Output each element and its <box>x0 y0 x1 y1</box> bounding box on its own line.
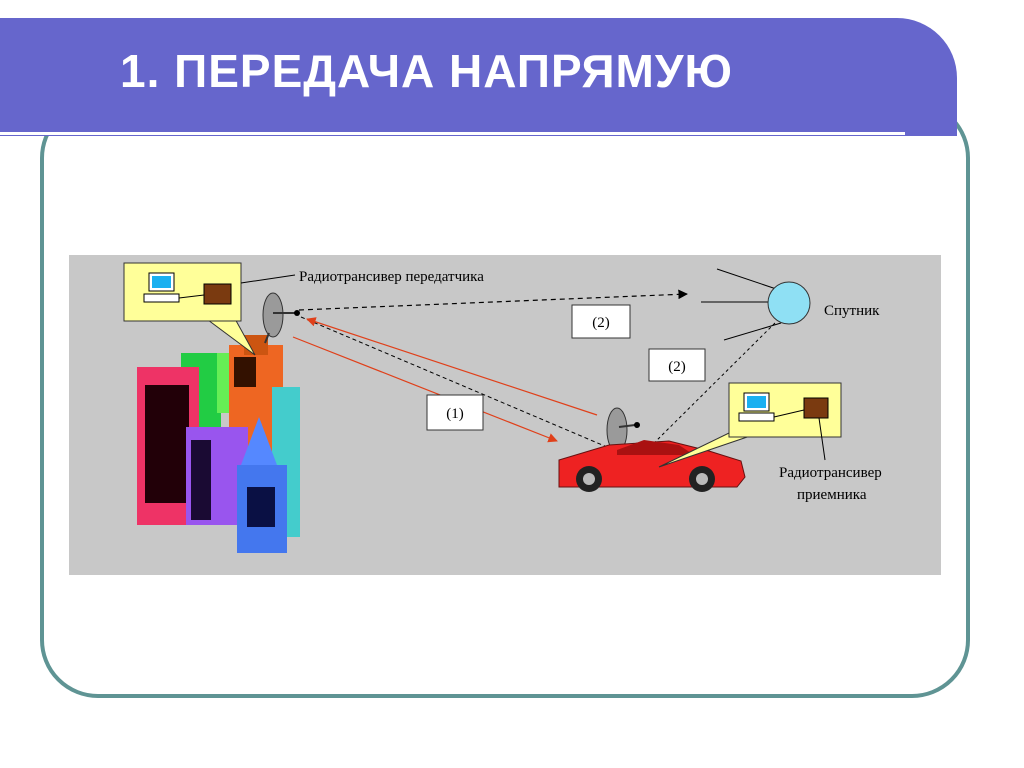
transmitter-callout <box>123 262 256 356</box>
transceiver-box-icon <box>203 283 232 305</box>
path-box-satellite-down <box>648 348 706 382</box>
receiver-callout <box>658 382 842 468</box>
slide-title: 1. ПЕРЕДАЧА НАПРЯМУЮ <box>120 45 733 97</box>
downlink-path <box>643 322 776 454</box>
satellite-label: Спутник <box>824 303 880 319</box>
path-box-satellite-up-label: (2) <box>592 315 610 331</box>
path-box-direct-label: (1) <box>446 406 464 422</box>
path-box-satellite-down-label: (2) <box>668 359 686 375</box>
path-box-satellite-up <box>571 304 631 339</box>
satellite-icon <box>701 268 811 341</box>
computer-icon <box>143 272 180 303</box>
direct-signal-upstream <box>306 317 598 416</box>
direct-signal-downstream <box>292 336 558 443</box>
transmitter-dish-icon <box>262 292 300 344</box>
receiver-computer-icon <box>738 392 775 422</box>
transmission-diagram: Радиотрансивер передатчика Спутник (2) (… <box>69 255 941 575</box>
uplink-path <box>298 289 688 311</box>
receiver-transceiver-box-icon <box>803 397 829 419</box>
title-bar <box>0 18 957 136</box>
transmitter-label: Радиотрансивер передатчика <box>299 269 484 285</box>
title-underline <box>0 132 905 135</box>
path-box-direct <box>426 394 484 431</box>
city-buildings-icon <box>137 335 300 553</box>
receiver-label-line1: Радиотрансивер <box>779 465 882 481</box>
receiver-label-line2: приемника <box>797 487 867 503</box>
